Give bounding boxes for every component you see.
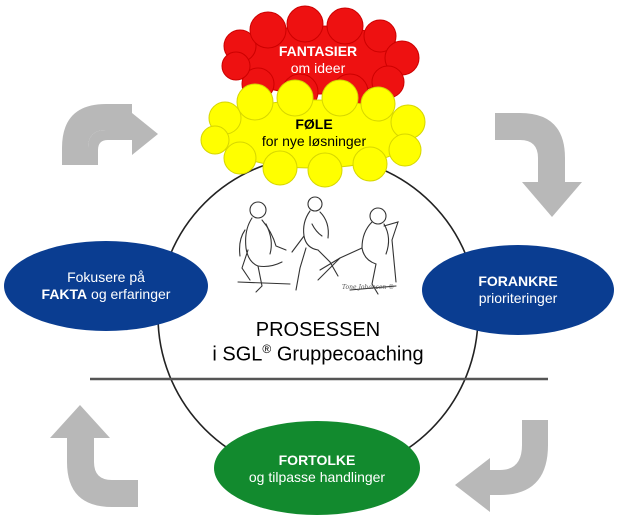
registered-mark: ® [262,342,272,356]
center-line2-pre: i SGL [212,343,263,366]
ellipse-fakta [4,241,208,331]
center-title: PROSESSEN i SGL® Gruppecoaching [188,318,448,367]
arrow-bottom-left [50,405,138,507]
fakta-bold: FAKTA [41,285,88,302]
forankre-label: FORANKRE prioriteringer [440,273,596,307]
coaching-sketch [237,196,399,295]
ellipse-fortolke [214,421,420,515]
fortolke-label: FORTOLKE og tilpasse handlinger [227,452,407,486]
fortolke-title: FORTOLKE [278,452,356,468]
fantasier-label: FANTASIER om ideer [258,43,378,77]
fole-sub: for nye løsninger [261,132,367,149]
fole-title: FØLE [295,116,333,132]
forankre-sub: prioriteringer [478,289,558,306]
fakta-rest: og erfaringer [87,285,171,302]
arrow-top-right [495,113,582,217]
cloud-fole [200,79,426,188]
sketch-signature: Tone Johansen © [342,284,395,291]
fakta-line1: Fokusere på [67,269,145,285]
arrow-bottom-right [455,420,548,512]
fortolke-sub: og tilpasse handlinger [248,468,386,485]
center-line2: i SGL® Gruppecoaching [188,342,448,367]
forankre-title: FORANKRE [478,273,558,289]
fantasier-sub: om ideer [290,59,346,76]
center-line2-post: Gruppecoaching [271,343,424,366]
arrow-top-left [62,104,158,165]
center-line1: PROSESSEN [255,319,381,341]
fole-label: FØLE for nye løsninger [234,116,394,150]
fantasier-title: FANTASIER [278,43,358,59]
ellipse-forankre [422,245,614,335]
fakta-line2: FAKTA og erfaringer [10,286,202,303]
fakta-label: Fokusere på FAKTA og erfaringer [10,269,202,303]
